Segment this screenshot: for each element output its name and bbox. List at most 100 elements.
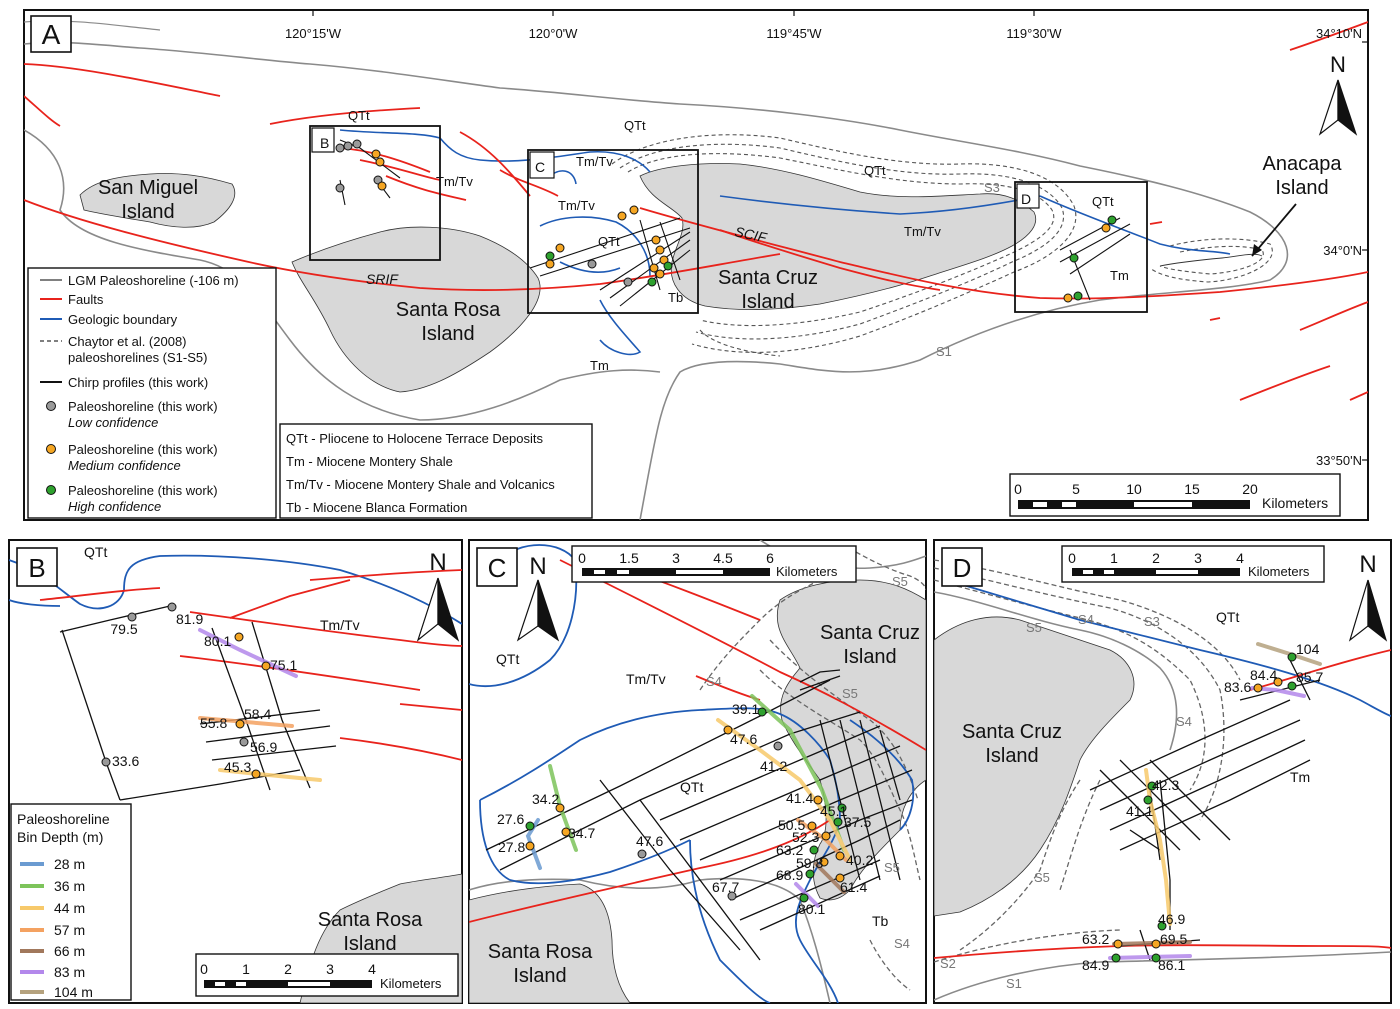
svg-text:3: 3 [1194, 550, 1202, 566]
svg-text:Paleoshoreline (this work): Paleoshoreline (this work) [68, 442, 218, 457]
svg-text:LGM Paleoshoreline (-106 m): LGM Paleoshoreline (-106 m) [68, 273, 239, 288]
unit-label: Tm [590, 358, 609, 373]
unit-label: Tm/Tv [576, 154, 613, 169]
lon-label: 119°45'W [766, 26, 822, 41]
shoreline-label: S5 [884, 860, 900, 875]
depth-label: 46.9 [1158, 911, 1185, 927]
svg-text:3: 3 [326, 961, 334, 977]
svg-text:0: 0 [578, 550, 586, 566]
depth-label: 45.3 [224, 759, 251, 775]
svg-text:104 m: 104 m [54, 984, 93, 1000]
geologic-boundaries [339, 129, 1231, 356]
panel-a: A 120°15'W 120°0'W 119°45'W 119°30'W 34°… [23, 9, 1369, 521]
svg-text:Paleoshoreline (this work): Paleoshoreline (this work) [68, 399, 218, 414]
panel-c: C N 0 1.5 3 4.5 6 Kilometers QTt QTt Tm/… [468, 539, 927, 1004]
svg-text:0: 0 [200, 961, 208, 977]
unit-label: QTt [864, 163, 886, 178]
svg-text:Kilometers: Kilometers [776, 564, 838, 579]
svg-text:6: 6 [766, 550, 774, 566]
depth-label: 42.3 [1152, 777, 1179, 793]
svg-text:Medium confidence: Medium confidence [68, 458, 181, 473]
depth-label: 80.1 [204, 633, 231, 649]
points-b [101, 602, 271, 779]
depth-label: 79.5 [110, 621, 137, 637]
shoreline-label: S3 [984, 180, 1000, 195]
svg-text:Geologic boundary: Geologic boundary [68, 312, 178, 327]
svg-text:1: 1 [242, 961, 250, 977]
units-legend: QTt - Pliocene to Holocene Terrace Depos… [279, 423, 593, 519]
depth-label: 104 [1296, 641, 1320, 657]
svg-text:1: 1 [1110, 550, 1118, 566]
north-arrow-icon: N [1318, 52, 1358, 136]
scale-bar-b: 0 1 2 3 4 Kilometers [195, 953, 459, 997]
depth-label: 81.9 [176, 611, 203, 627]
svg-text:4: 4 [368, 961, 376, 977]
anacapa-arrow [1251, 203, 1297, 257]
svg-text:Tb - Miocene Blanca Formation: Tb - Miocene Blanca Formation [286, 500, 467, 515]
depth-label: 58.4 [244, 706, 271, 722]
unit-label: QTt [1092, 194, 1114, 209]
svg-text:Kilometers: Kilometers [1248, 564, 1310, 579]
svg-text:5: 5 [1072, 481, 1080, 497]
santa-rosa-island [469, 883, 631, 1003]
shoreline-label: S4 [1176, 714, 1192, 729]
chaytor-paleoshorelines [611, 134, 1273, 357]
inset-letter: C [535, 159, 545, 175]
santa-cruz-island [639, 163, 1037, 310]
svg-text:Chirp profiles (this work): Chirp profiles (this work) [68, 375, 208, 390]
svg-text:Paleoshoreline: Paleoshoreline [17, 811, 110, 827]
depth-label: 75.1 [270, 657, 297, 673]
north-arrow-icon: N [1348, 551, 1388, 642]
panel-d: D 0 1 2 3 4 Kilometers N QTt Tm Santa Cr… [933, 539, 1392, 1004]
depth-label: 52.3 [792, 829, 819, 845]
shoreline-label: S1 [1006, 976, 1022, 991]
chirp-profiles-a [339, 139, 1131, 307]
depth-label: 84.4 [1250, 667, 1277, 683]
depth-label: 86.1 [1158, 957, 1185, 973]
depth-label: 85.7 [1296, 669, 1323, 685]
shoreline-label: S4 [706, 674, 722, 689]
svg-text:Paleoshoreline (this work): Paleoshoreline (this work) [68, 483, 218, 498]
svg-text:Tm/Tv - Miocene Montery Shale: Tm/Tv - Miocene Montery Shale and Volcan… [286, 477, 555, 492]
svg-text:0: 0 [1014, 481, 1022, 497]
svg-text:20: 20 [1242, 481, 1258, 497]
inset-box-d [1014, 181, 1148, 313]
unit-label: QTt [624, 118, 646, 133]
svg-text:2: 2 [284, 961, 292, 977]
depth-label: 41.4 [786, 790, 813, 806]
scale-bar-d: 0 1 2 3 4 Kilometers [1061, 545, 1325, 583]
fault-label: SRIF [366, 271, 399, 287]
points-c [525, 707, 847, 903]
unit-label: QTt [680, 779, 703, 795]
unit-label: Tm/Tv [904, 224, 941, 239]
svg-text:Chaytor et al. (2008): Chaytor et al. (2008) [68, 334, 187, 349]
depth-label: 41.2 [760, 758, 787, 774]
shoreline-label: S1 [936, 344, 952, 359]
svg-text:Bin Depth (m): Bin Depth (m) [17, 829, 103, 845]
svg-text:3: 3 [672, 550, 680, 566]
svg-text:83 m: 83 m [54, 964, 85, 980]
unit-label: Tm/Tv [436, 174, 473, 189]
unit-label: Tm [1110, 268, 1129, 283]
points-d [1111, 652, 1297, 963]
scale-bar-a: 0 5 10 15 20 Kilometers [1009, 473, 1341, 517]
inset-box-c [527, 149, 699, 314]
svg-text:0: 0 [1068, 550, 1076, 566]
svg-text:15: 15 [1184, 481, 1200, 497]
svg-text:QTt - Pliocene to Holocene Ter: QTt - Pliocene to Holocene Terrace Depos… [286, 431, 543, 446]
svg-text:N: N [1330, 52, 1346, 77]
santa-cruz-island [776, 579, 926, 901]
fault-label: SCIF [733, 223, 769, 246]
depth-label: 45.1 [820, 803, 847, 819]
legend-a: LGM Paleoshoreline (-106 m) Faults Geolo… [27, 267, 277, 519]
shoreline-label: S5 [842, 686, 858, 701]
unit-label: Tb [668, 290, 683, 305]
shoreline-label: S3 [1144, 614, 1160, 629]
shoreline-label: S5 [1026, 620, 1042, 635]
